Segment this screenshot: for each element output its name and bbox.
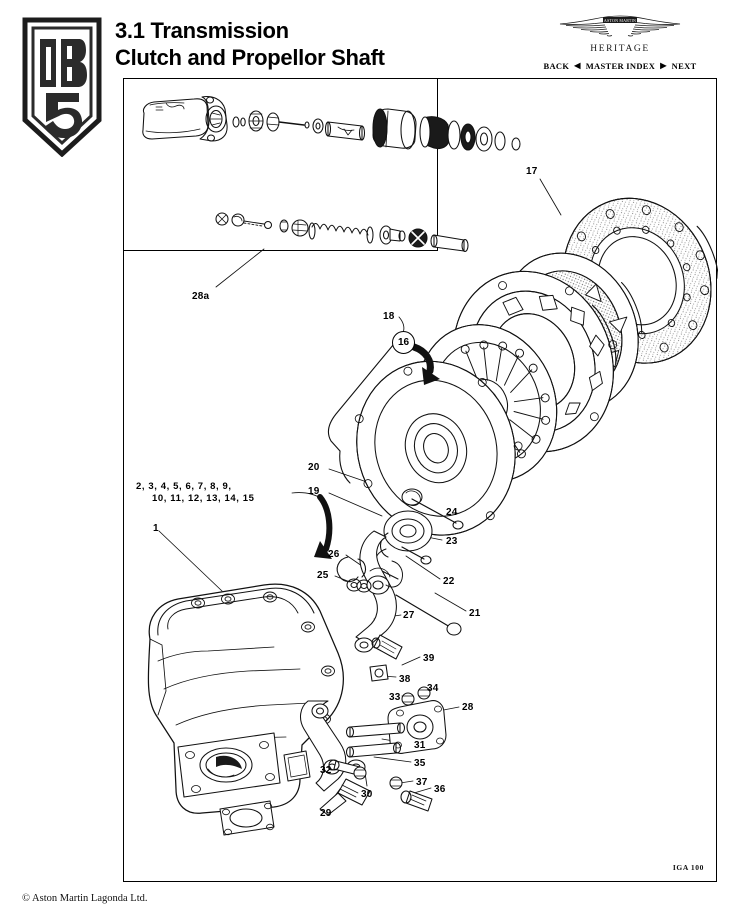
callout-part-39: 39 — [423, 653, 435, 664]
callout-part-group-2-15: 2, 3, 4, 5, 6, 7, 8, 9, 10, 11, 12, 13, … — [136, 481, 254, 505]
callout-part-28a: 28a — [192, 291, 210, 302]
callout-part-34: 34 — [427, 683, 439, 694]
inset-detail-frame — [124, 79, 438, 251]
brand-block: ASTON MARTIN HERITAGE BACK ◀ MASTER INDE… — [520, 12, 720, 71]
callout-part-32: 32 — [320, 765, 332, 776]
callout-part-30: 30 — [361, 789, 373, 800]
db5-shield-logo — [22, 17, 102, 157]
heritage-label: HERITAGE — [590, 44, 650, 54]
callout-part-31: 31 — [414, 740, 426, 751]
page-title-line-2: Clutch and Propellor Shaft — [115, 45, 385, 70]
callout-part-group-line-2: 10, 11, 12, 13, 14, 15 — [152, 493, 255, 504]
callout-part-18: 18 — [383, 311, 395, 322]
callout-part-19: 19 — [308, 486, 320, 497]
callout-part-37: 37 — [416, 777, 428, 788]
callout-part-36: 36 — [434, 784, 446, 795]
nav-back-button[interactable]: BACK — [543, 61, 570, 71]
aston-martin-wings-icon: ASTON MARTIN — [559, 15, 681, 37]
callout-part-27: 27 — [403, 610, 415, 621]
page-title-line-1: 3.1 Transmission — [115, 18, 289, 43]
next-arrow-icon[interactable]: ▶ — [660, 61, 667, 70]
callout-part-25: 25 — [317, 570, 329, 581]
callout-part-29: 29 — [320, 808, 332, 819]
back-arrow-icon[interactable]: ◀ — [574, 61, 581, 70]
navigation-bar: BACK ◀ MASTER INDEX ▶ NEXT — [520, 61, 720, 71]
nav-master-index-button[interactable]: MASTER INDEX — [585, 61, 656, 71]
callout-part-38: 38 — [399, 674, 411, 685]
callout-part-group-line-1: 2, 3, 4, 5, 6, 7, 8, 9, — [136, 481, 232, 492]
callout-part-1: 1 — [153, 523, 159, 534]
callout-part-20: 20 — [308, 462, 320, 473]
drawing-reference: IGA 100 — [672, 863, 704, 872]
svg-text:ASTON MARTIN: ASTON MARTIN — [604, 18, 636, 23]
callout-part-22: 22 — [443, 576, 455, 587]
callout-part-24: 24 — [446, 507, 458, 518]
callout-part-35: 35 — [414, 758, 426, 769]
exploded-diagram-artwork — [124, 79, 718, 883]
callout-part-26: 26 — [328, 549, 340, 560]
callout-circle-16: 16 — [392, 331, 415, 354]
copyright-notice: © Aston Martin Lagonda Ltd. — [22, 893, 148, 904]
diagram-frame: 2, 3, 4, 5, 6, 7, 8, 9, 10, 11, 12, 13, … — [123, 78, 718, 883]
callout-part-17: 17 — [526, 166, 538, 177]
page-title: 3.1 Transmission Clutch and Propellor Sh… — [115, 17, 535, 71]
callout-part-33: 33 — [389, 692, 401, 703]
nav-next-button[interactable]: NEXT — [671, 61, 697, 71]
callout-part-21: 21 — [469, 608, 481, 619]
callout-part-23: 23 — [446, 536, 458, 547]
callout-part-28: 28 — [462, 702, 474, 713]
